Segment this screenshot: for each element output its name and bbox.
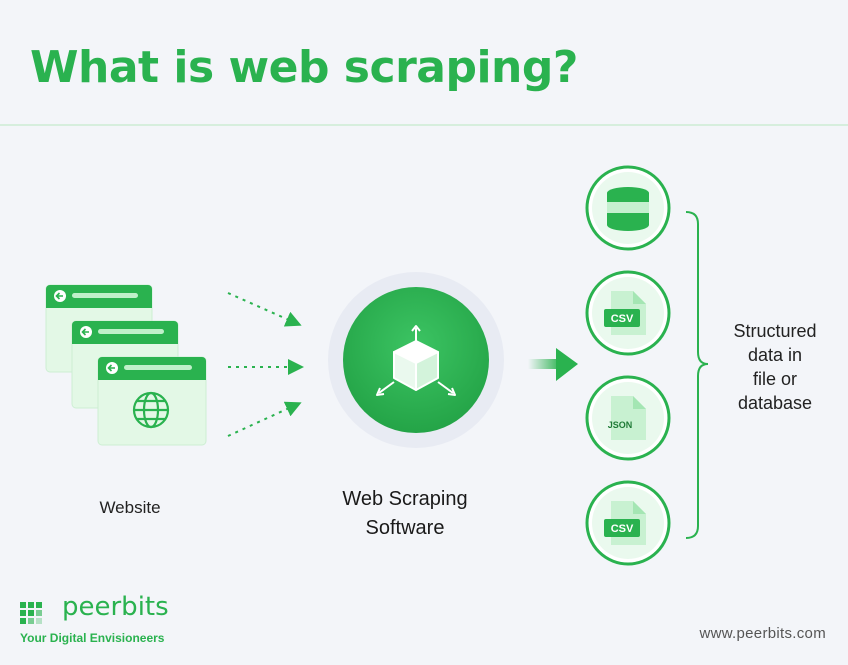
json-file-icon: JSON: [608, 396, 646, 440]
output-csv-1: CSV: [585, 270, 671, 356]
browser-window-front: [97, 356, 207, 446]
brand-tagline: Your Digital Envisioneers: [20, 631, 165, 645]
json-badge: JSON: [608, 420, 633, 430]
arrow-to-outputs: [528, 348, 578, 381]
structured-label-line3: file or: [752, 369, 797, 389]
grouping-brace: [685, 211, 709, 539]
csv-badge-1: CSV: [611, 313, 634, 325]
structured-label-line2: data in: [747, 345, 803, 365]
output-csv-2: CSV: [585, 480, 671, 566]
peerbits-logo-icon: [20, 602, 42, 624]
brand-name: peerbits: [62, 592, 169, 622]
csv-file-icon: CSV: [604, 501, 646, 545]
csv-file-icon: CSV: [604, 291, 646, 335]
structured-label-line1: Structured: [733, 321, 817, 341]
structured-data-label: Structured data in file or database: [715, 319, 835, 415]
page-title: What is web scraping?: [30, 42, 578, 93]
software-label-line1: Web Scraping: [342, 488, 468, 510]
software-label-line2: Software: [365, 517, 445, 539]
database-icon: [607, 187, 649, 231]
dotted-arrow-top: [227, 292, 302, 327]
output-database: [585, 165, 671, 251]
web-scraping-software-hub: [328, 272, 504, 448]
software-label: Web Scraping Software: [300, 485, 510, 543]
website-label: Website: [99, 498, 161, 517]
cube-icon: [376, 325, 456, 396]
structured-label-line4: database: [737, 393, 813, 413]
website-windows-icon: [45, 284, 207, 446]
dotted-arrows: [227, 292, 304, 437]
dotted-arrow-bottom: [227, 401, 302, 437]
globe-icon: [132, 391, 170, 429]
title-divider: [0, 124, 848, 126]
csv-badge-2: CSV: [611, 523, 634, 535]
output-json: JSON: [585, 375, 671, 461]
footer-url[interactable]: www.peerbits.com: [699, 625, 826, 642]
